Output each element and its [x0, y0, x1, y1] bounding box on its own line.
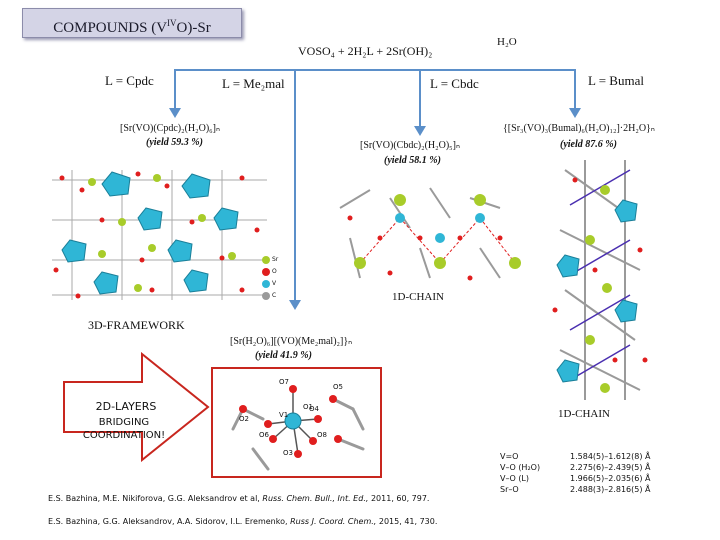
molecule-image: O7 O5 O2 O4 V1 O1 O6 O8 O3	[231, 378, 365, 471]
bond-value: 1.966(5)–2.035(6) Å	[570, 474, 651, 483]
reference-2: E.S. Bazhina, G.G. Aleksandrov, A.A. Sid…	[48, 517, 438, 526]
label-1d-chain-cbdc: 1D-CHAIN	[392, 291, 444, 303]
label-3d-framework: 3D-FRAMEWORK	[88, 318, 185, 332]
bond-value: 2.488(3)–2.816(5) Å	[570, 485, 651, 494]
title-sup: IV	[167, 18, 177, 28]
bumal-yield: (yield 87.6 %)	[560, 139, 617, 150]
me2mal-yield: (yield 41.9 %)	[255, 350, 312, 361]
atom-o4: O4	[309, 405, 320, 413]
cpdc-formula: [Sr(VO)(Cpdc)₂(H₂O)₆]ₙ	[120, 123, 220, 134]
bond-value: 2.275(6)–2.439(5) Å	[570, 463, 651, 472]
bond-label: V=O	[500, 452, 519, 461]
legend-o: O	[272, 268, 277, 275]
bumal-formula: {[Sr₃(VO)₃(Bumal)₆(H₂O)₁₂]·2H₂O}ₙ	[503, 123, 655, 134]
cbdc-yield: (yield 58.1 %)	[384, 155, 441, 166]
atom-o1: O1	[303, 403, 313, 411]
reaction-equation: VOSO₄ + 2H₂L + 2Sr(OH)₂	[298, 44, 433, 58]
reference-1: E.S. Bazhina, M.E. Nikiforova, G.G. Alek…	[48, 494, 430, 503]
bond-label: V–O (H₂O)	[500, 463, 541, 472]
bond-label: Sr–O	[500, 485, 519, 494]
bond-label: V–O (L)	[500, 474, 530, 483]
legend-sr: Sr	[272, 256, 279, 263]
layers-arrow	[63, 352, 210, 462]
label-bridging: BRIDGING COORDINATION!	[82, 417, 166, 441]
atom-v1: V1	[279, 411, 288, 419]
page-title: COMPOUNDS (VIVO)-Sr	[22, 8, 242, 38]
atom-o7: O7	[279, 378, 289, 386]
cbdc-formula: [Sr(VO)(Cbdc)₂(H₂O)₅]ₙ	[360, 140, 460, 151]
atom-o8: O8	[317, 431, 327, 439]
atom-o5: O5	[333, 383, 343, 391]
bond-value: 1.584(5)–1.612(8) Å	[570, 452, 651, 461]
title-post: O)-Sr	[176, 20, 211, 36]
arrow-bumal	[545, 69, 576, 110]
ligand-bumal: L = Bumal	[588, 73, 644, 88]
label-2d-layers: 2D-LAYERS	[95, 400, 157, 413]
legend-c: C	[272, 292, 277, 299]
atom-o3: O3	[283, 449, 293, 457]
label-1d-chain-bumal: 1D-CHAIN	[558, 408, 610, 420]
title-pre: COMPOUNDS (V	[53, 20, 168, 36]
legend-v: V	[272, 280, 277, 287]
molecule-frame: O7 O5 O2 O4 V1 O1 O6 O8 O3	[211, 367, 382, 478]
legend-v-dot	[262, 280, 270, 288]
ligand-cbdc: L = Cbdc	[430, 76, 479, 91]
bond-values: 1.584(5)–1.612(8) Å 2.275(6)–2.439(5) Å …	[570, 451, 650, 495]
framework-structure-image	[52, 170, 270, 300]
arrow-cpdc	[174, 69, 290, 110]
legend-o-dot	[262, 268, 270, 276]
bond-labels: V=O V–O (H₂O) V–O (L) Sr–O	[500, 451, 540, 495]
cbdc-chain-image	[339, 187, 521, 281]
me2mal-formula: [Sr(H₂O)₆][(VO)(Me₂mal)₂]}ₙ	[230, 336, 353, 347]
atom-o2: O2	[239, 415, 249, 423]
ligand-me2mal: L = Me₂mal	[222, 76, 285, 91]
bumal-chain-image	[552, 160, 648, 400]
legend-c-dot	[262, 292, 270, 300]
cpdc-yield: (yield 59.3 %)	[146, 137, 203, 148]
atom-o6: O6	[259, 431, 270, 439]
water-label: H₂O	[497, 36, 517, 48]
legend-sr-dot	[262, 256, 270, 264]
ligand-cpdc: L = Cpdc	[105, 73, 154, 88]
